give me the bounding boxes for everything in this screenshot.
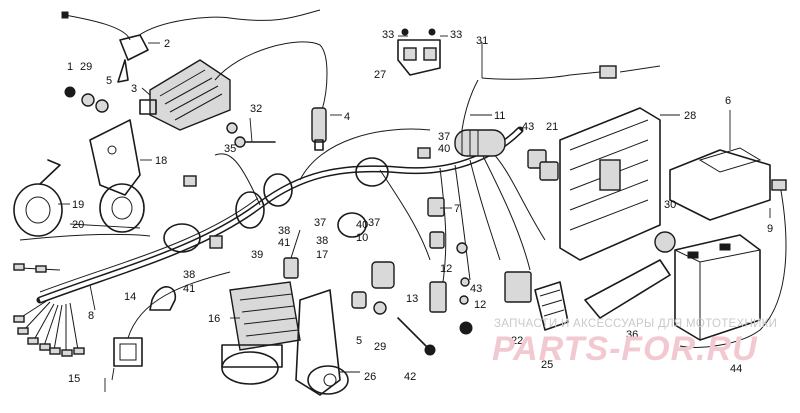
spark-plug-cap-part-2 bbox=[61, 9, 321, 83]
callout-13: 13 bbox=[406, 293, 418, 305]
connector-part-17 bbox=[283, 229, 301, 279]
coupler-part-15 bbox=[113, 271, 231, 367]
callout-39: 39 bbox=[251, 249, 263, 261]
callout-43-top: 43 bbox=[522, 121, 534, 133]
watermark-tagline: ЗАПЧАСТИ И АКСЕССУАРЫ ДЛЯ МОТОТЕХНИКИ bbox=[494, 318, 778, 330]
ignition-coil-part-3 bbox=[139, 59, 231, 131]
callout-29-bottom: 29 bbox=[374, 341, 386, 353]
callout-7: 7 bbox=[454, 203, 460, 215]
callout-37-right: 37 bbox=[368, 217, 380, 229]
battery-cover-part-6 bbox=[669, 147, 771, 221]
callout-4: 4 bbox=[344, 111, 350, 123]
branch-connectors bbox=[183, 147, 473, 335]
callout-43-lower: 43 bbox=[470, 283, 482, 295]
callout-9: 9 bbox=[767, 223, 773, 235]
harness-clamps bbox=[163, 157, 389, 253]
relay-part-25 bbox=[534, 281, 569, 331]
callout-26: 26 bbox=[364, 371, 376, 383]
callout-15: 15 bbox=[68, 373, 80, 385]
callout-40-middle: 40 bbox=[356, 219, 368, 231]
callout-25: 25 bbox=[541, 359, 553, 371]
callout-1: 1 bbox=[67, 61, 73, 73]
fuse-box-part-28 bbox=[559, 107, 661, 261]
callout-21: 21 bbox=[546, 121, 558, 133]
callout-36: 36 bbox=[626, 329, 638, 341]
bracket-part-26 bbox=[295, 289, 349, 396]
callout-41-lower: 41 bbox=[183, 283, 195, 295]
callout-2: 2 bbox=[164, 38, 170, 50]
callout-35: 35 bbox=[224, 143, 236, 155]
high-tension-lead bbox=[214, 41, 328, 111]
lead-terminal bbox=[771, 179, 787, 191]
connector-leads-bundle bbox=[13, 263, 85, 357]
relay-part-21 bbox=[527, 149, 559, 181]
callout-3: 3 bbox=[131, 83, 137, 95]
callout-38-lower: 38 bbox=[183, 269, 195, 281]
battery-lead-part-9 bbox=[679, 184, 787, 348]
callout-31: 31 bbox=[476, 35, 488, 47]
callout-30: 30 bbox=[664, 199, 676, 211]
callout-28: 28 bbox=[684, 110, 696, 122]
callout-5-bottom: 5 bbox=[356, 335, 362, 347]
regulator-part-27 bbox=[397, 28, 441, 76]
callout-5-top: 5 bbox=[106, 75, 112, 87]
callout-32: 32 bbox=[250, 103, 262, 115]
callout-37-left: 37 bbox=[314, 217, 326, 229]
callout-11: 11 bbox=[494, 110, 505, 122]
small-hardware-top-left bbox=[64, 86, 276, 148]
mount-hardware-bottom bbox=[351, 291, 436, 356]
battery-part-44 bbox=[674, 234, 761, 341]
battery-strap-part-36 bbox=[584, 259, 671, 319]
cap-part-30 bbox=[654, 231, 676, 253]
horn-bracket-part-18 bbox=[89, 119, 141, 196]
callout-22: 22 bbox=[511, 335, 523, 347]
plug-cap-part-4 bbox=[311, 107, 327, 151]
callout-27: 27 bbox=[374, 69, 386, 81]
callout-37-top: 37 bbox=[438, 131, 450, 143]
band-clip-part-14 bbox=[149, 286, 177, 311]
horn-part-19 bbox=[13, 159, 145, 237]
callout-14: 14 bbox=[124, 291, 136, 303]
callout-29-top: 29 bbox=[80, 61, 92, 73]
callout-42: 42 bbox=[404, 371, 416, 383]
callout-38-upper: 38 bbox=[278, 225, 290, 237]
relay-part-11 bbox=[454, 65, 661, 157]
callout-19: 19 bbox=[72, 199, 84, 211]
horn-lead-part-20 bbox=[19, 233, 151, 241]
callout-20: 20 bbox=[72, 219, 84, 231]
relay-part-22 bbox=[504, 271, 532, 303]
callout-44: 44 bbox=[730, 363, 742, 375]
callout-38-middle: 38 bbox=[316, 235, 328, 247]
callout-33-right: 33 bbox=[450, 29, 462, 41]
watermark-logo-text: PARTS-FOR.RU bbox=[492, 330, 758, 368]
callout-41-upper: 41 bbox=[278, 237, 290, 249]
callout-8: 8 bbox=[88, 310, 94, 322]
callout-12-lower: 12 bbox=[474, 299, 486, 311]
callout-40-top: 40 bbox=[438, 143, 450, 155]
callout-16: 16 bbox=[208, 313, 220, 325]
callout-10: 10 bbox=[356, 232, 368, 244]
callout-6: 6 bbox=[725, 95, 731, 107]
callout-17: 17 bbox=[316, 249, 328, 261]
callout-labels: 1 2 3 4 5 5 6 7 8 9 10 11 12 12 13 14 15… bbox=[67, 29, 773, 385]
callout-18: 18 bbox=[155, 155, 167, 167]
callout-33-left: 33 bbox=[382, 29, 394, 41]
starter-motor-part-16 bbox=[221, 281, 301, 385]
callout-leaders bbox=[58, 35, 771, 392]
callout-12-upper: 12 bbox=[440, 263, 452, 275]
